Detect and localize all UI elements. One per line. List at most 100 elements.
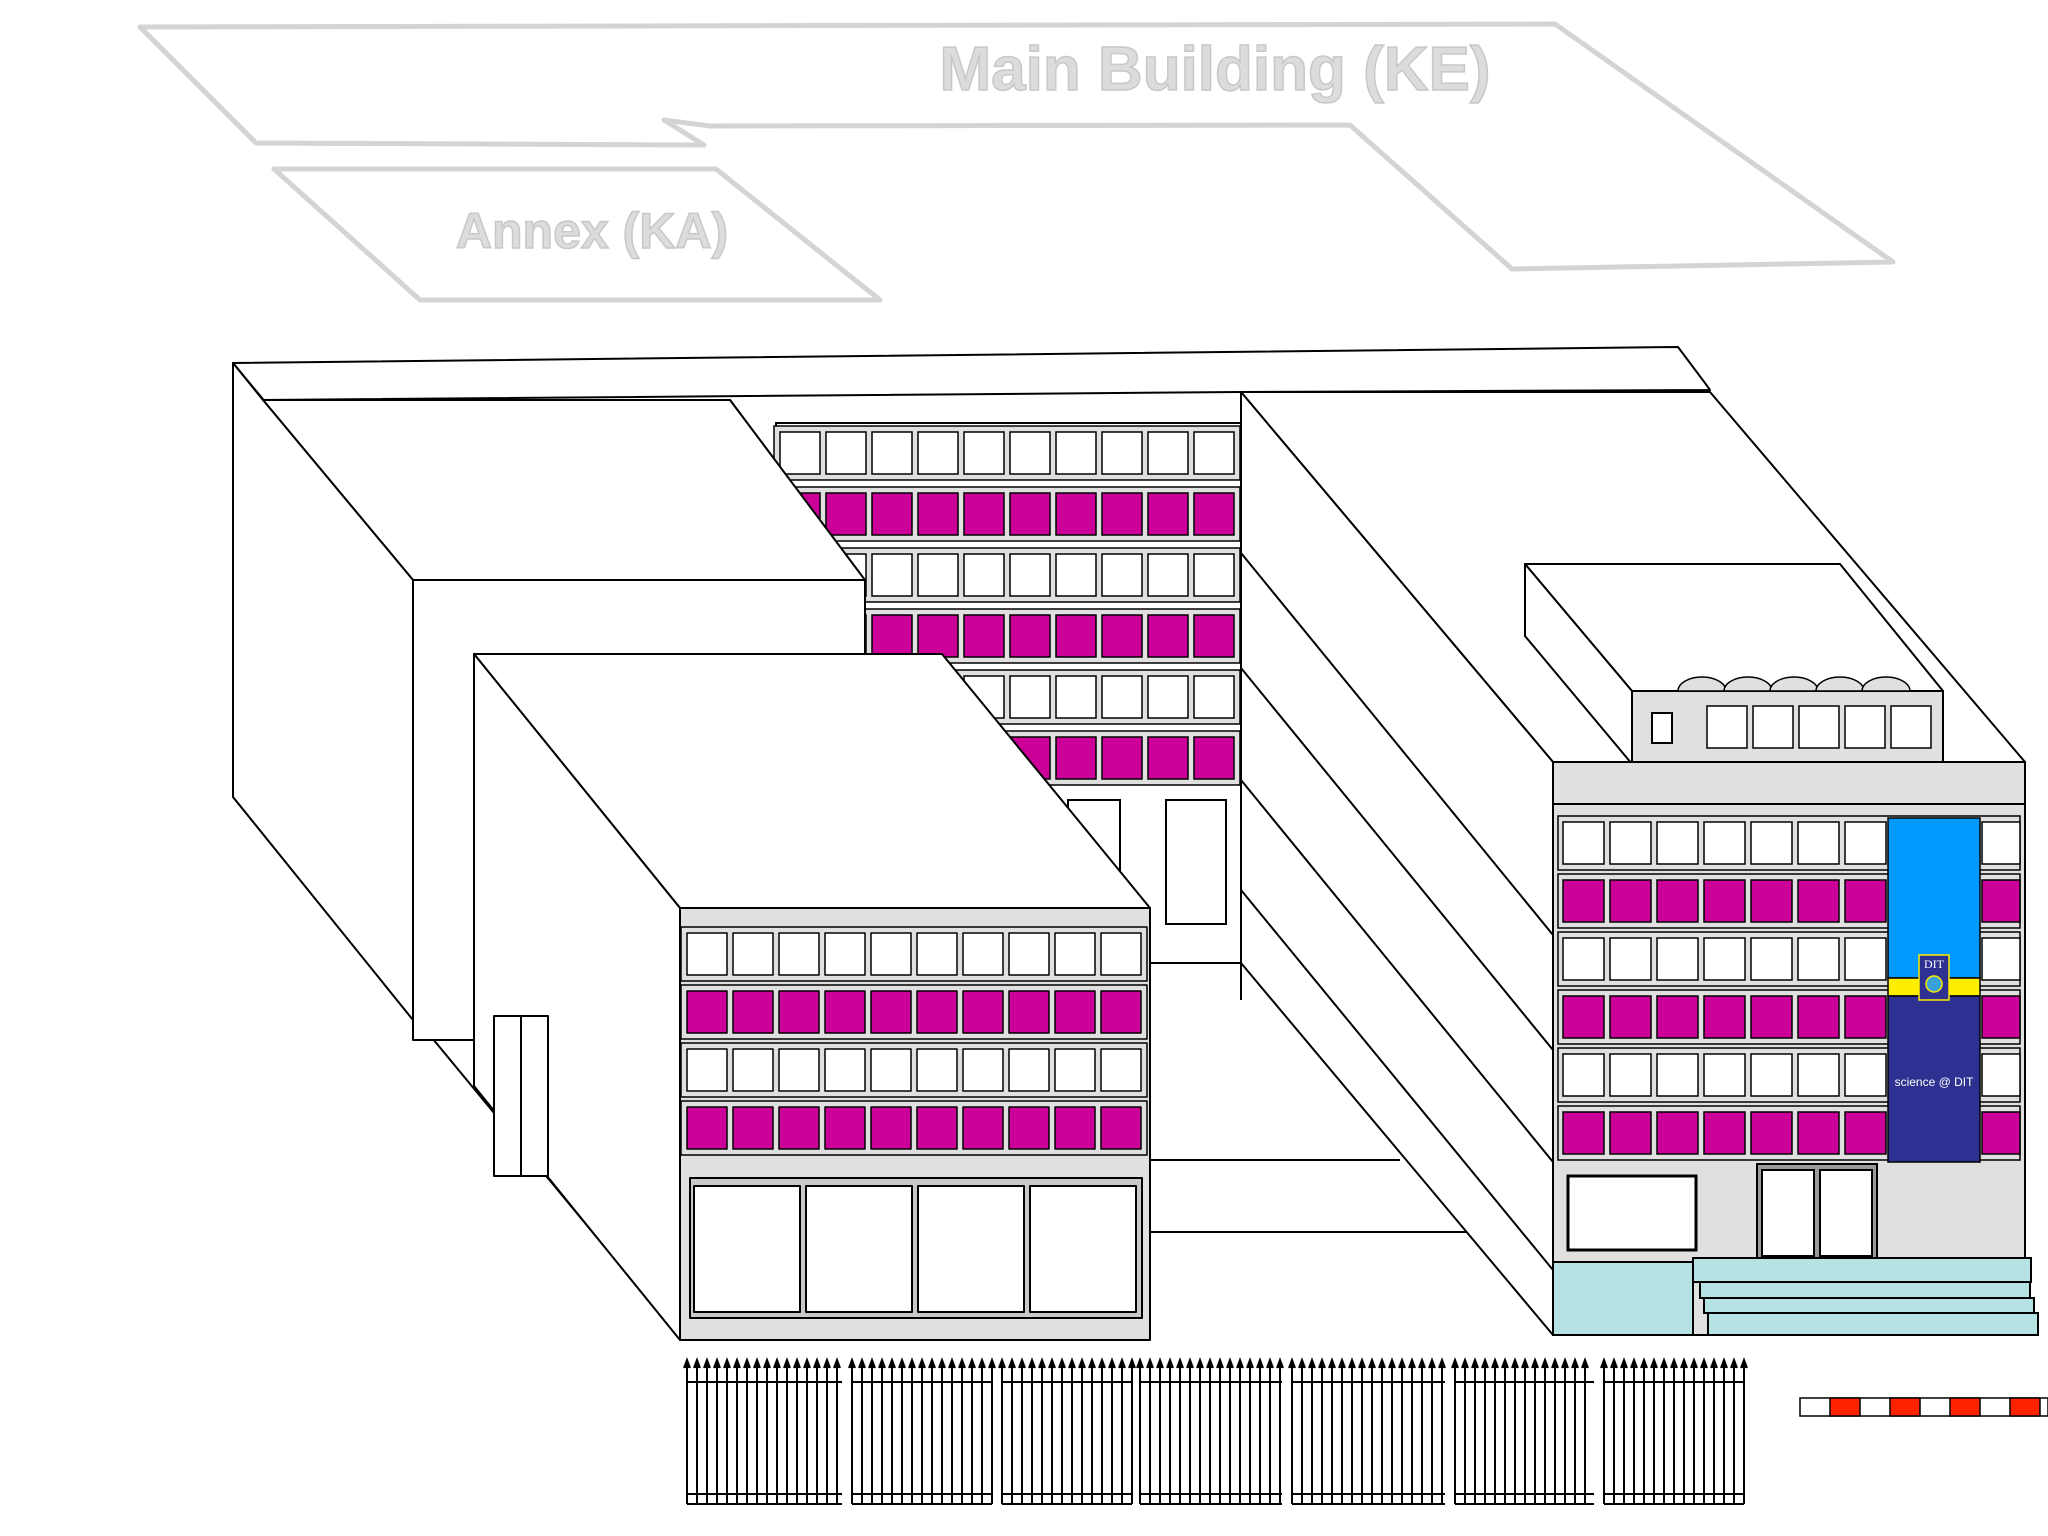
window bbox=[1750, 1053, 1793, 1097]
window bbox=[916, 990, 958, 1034]
window bbox=[1656, 995, 1699, 1039]
window bbox=[916, 1106, 958, 1150]
window bbox=[1797, 879, 1840, 923]
window bbox=[871, 492, 913, 536]
window bbox=[686, 1048, 728, 1092]
plinth bbox=[1552, 1261, 1694, 1336]
window bbox=[962, 990, 1004, 1034]
dit-logo-text: DIT bbox=[1924, 957, 1945, 971]
window bbox=[917, 614, 959, 658]
window bbox=[870, 1106, 912, 1150]
window bbox=[962, 1106, 1004, 1150]
window bbox=[1054, 932, 1096, 976]
window bbox=[870, 990, 912, 1034]
window bbox=[917, 431, 959, 475]
ground-floor-window bbox=[1566, 1174, 1698, 1252]
window bbox=[686, 990, 728, 1034]
window bbox=[1797, 937, 1840, 981]
window bbox=[1008, 1106, 1050, 1150]
window bbox=[1706, 705, 1748, 749]
window bbox=[1101, 553, 1143, 597]
window bbox=[917, 492, 959, 536]
window bbox=[1703, 995, 1746, 1039]
window bbox=[1562, 1111, 1605, 1155]
window bbox=[1100, 990, 1142, 1034]
window bbox=[1055, 492, 1097, 536]
banner-caption: science @ DIT bbox=[1895, 1075, 1975, 1089]
barrier-stripe bbox=[2009, 1397, 2041, 1417]
building-legend bbox=[137, 21, 1896, 303]
window bbox=[1981, 879, 2021, 923]
barrier-stripe bbox=[1889, 1397, 1921, 1417]
window bbox=[1844, 821, 1887, 865]
window bbox=[778, 932, 820, 976]
window bbox=[1750, 1111, 1793, 1155]
window bbox=[1798, 705, 1840, 749]
window bbox=[962, 932, 1004, 976]
window bbox=[1609, 937, 1652, 981]
window bbox=[1055, 736, 1097, 780]
window bbox=[1100, 1048, 1142, 1092]
window bbox=[1562, 937, 1605, 981]
annex-block bbox=[473, 653, 1151, 1341]
rooftop-plant-room bbox=[1631, 676, 1944, 764]
window bbox=[824, 932, 866, 976]
window bbox=[1101, 675, 1143, 719]
window bbox=[1609, 821, 1652, 865]
window bbox=[1656, 1111, 1699, 1155]
window bbox=[1193, 614, 1235, 658]
window bbox=[1703, 1111, 1746, 1155]
window bbox=[1101, 736, 1143, 780]
window bbox=[1101, 431, 1143, 475]
window bbox=[962, 1048, 1004, 1092]
window bbox=[1055, 431, 1097, 475]
window bbox=[1981, 995, 2021, 1039]
window bbox=[1844, 879, 1887, 923]
window bbox=[1797, 1053, 1840, 1097]
window bbox=[1054, 1048, 1096, 1092]
window bbox=[1844, 995, 1887, 1039]
window bbox=[1656, 1053, 1699, 1097]
window bbox=[686, 1106, 728, 1150]
dit-banner: DIT science @ DIT bbox=[1887, 817, 1981, 1163]
window bbox=[1008, 1048, 1050, 1092]
window bbox=[1981, 821, 2021, 865]
annex-ground-window bbox=[1029, 1185, 1137, 1313]
window bbox=[1844, 1053, 1887, 1097]
courtyard-door-right bbox=[1165, 799, 1227, 925]
window bbox=[1750, 995, 1793, 1039]
window bbox=[1844, 937, 1887, 981]
window bbox=[1193, 553, 1235, 597]
main-building-right-block bbox=[1240, 391, 2026, 1336]
window bbox=[963, 492, 1005, 536]
window bbox=[825, 492, 867, 536]
window bbox=[686, 932, 728, 976]
window bbox=[963, 553, 1005, 597]
window bbox=[779, 431, 821, 475]
window bbox=[1009, 553, 1051, 597]
window bbox=[1193, 492, 1235, 536]
railing-fence bbox=[683, 1357, 1748, 1505]
window bbox=[870, 1048, 912, 1092]
window bbox=[1193, 736, 1235, 780]
window bbox=[1100, 1106, 1142, 1150]
window bbox=[1703, 937, 1746, 981]
courtyard-ground bbox=[1150, 962, 1467, 1233]
window bbox=[1656, 821, 1699, 865]
window bbox=[1562, 879, 1605, 923]
window bbox=[1890, 705, 1932, 749]
window bbox=[825, 431, 867, 475]
window bbox=[1703, 1053, 1746, 1097]
window bbox=[778, 1048, 820, 1092]
barrier-stripe bbox=[1829, 1397, 1861, 1417]
window bbox=[1147, 675, 1189, 719]
window bbox=[1609, 1111, 1652, 1155]
window bbox=[1562, 995, 1605, 1039]
window bbox=[871, 431, 913, 475]
window bbox=[1193, 431, 1235, 475]
window bbox=[963, 431, 1005, 475]
banner-top bbox=[1887, 817, 1981, 979]
window bbox=[1609, 995, 1652, 1039]
window bbox=[1055, 614, 1097, 658]
